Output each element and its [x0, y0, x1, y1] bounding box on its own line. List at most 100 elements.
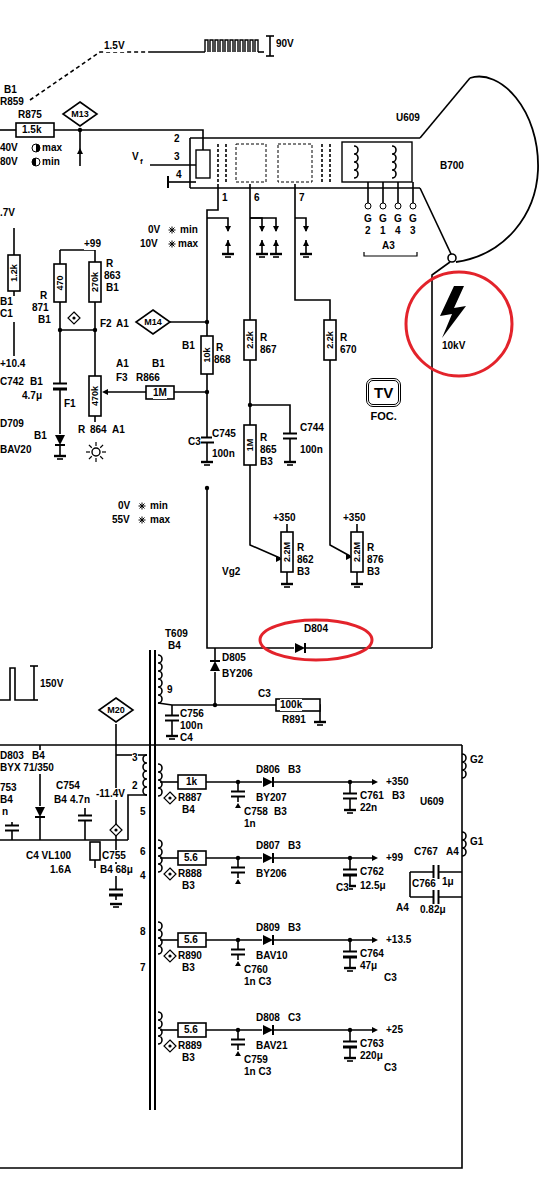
- component-label: R859: [0, 96, 24, 108]
- component-label: R: [78, 424, 85, 436]
- ground-mark: [235, 1051, 241, 1056]
- component-label: 862: [297, 554, 314, 566]
- component-label: C1: [0, 308, 13, 320]
- wire: [343, 869, 357, 871]
- wire: [272, 935, 274, 945]
- wire: [256, 253, 268, 255]
- wire: [190, 137, 420, 139]
- component-label: 9: [167, 684, 173, 696]
- wire: [231, 954, 245, 956]
- wire: [225, 256, 231, 258]
- diode-symbol: [263, 777, 273, 787]
- test-symbol: [72, 316, 75, 319]
- wire: [106, 391, 146, 393]
- component-label: C762: [360, 866, 384, 878]
- wire: [250, 40, 253, 52]
- resistor-symbol: [178, 933, 206, 947]
- component-label: B1: [182, 340, 195, 352]
- component-label: C760: [244, 964, 268, 976]
- wire: [128, 795, 147, 840]
- arrow-head: [225, 240, 231, 246]
- test-symbol: [164, 950, 176, 962]
- component-label: R: [216, 342, 223, 354]
- component-label: D808: [256, 1012, 280, 1024]
- wire: [272, 853, 274, 863]
- wire: [95, 442, 96, 446]
- range-symbol: [32, 158, 36, 166]
- junction-dot: [205, 486, 209, 490]
- node-text: D804: [304, 623, 328, 635]
- component-label: B1: [0, 296, 13, 308]
- component-label: min: [42, 156, 60, 168]
- pin-terminal: [395, 203, 401, 209]
- component-label: B3: [274, 806, 287, 818]
- test-point-diamond: M20: [98, 697, 134, 723]
- wire: [231, 872, 245, 874]
- resistor-value: 2.2M: [352, 542, 362, 562]
- wire: [200, 442, 214, 444]
- component-label: B3: [182, 880, 195, 892]
- coil-winding: [158, 764, 162, 796]
- wire: [207, 218, 228, 231]
- junction-dot: [213, 703, 217, 707]
- component-label: F2: [100, 318, 112, 330]
- resistor-symbol: [351, 532, 363, 572]
- component-label: n: [2, 806, 8, 818]
- crt-screen: [456, 77, 538, 262]
- wire: [295, 184, 350, 556]
- component-label: BAV21: [256, 1040, 288, 1052]
- wire: [231, 1039, 245, 1041]
- arrow-head: [372, 937, 378, 943]
- cap-gap: [77, 816, 93, 820]
- junction-dot: [58, 328, 62, 332]
- resistor-symbol: [324, 320, 336, 360]
- wire: [272, 777, 274, 787]
- component-label: 80V: [0, 156, 18, 168]
- component-label: 55V: [112, 514, 130, 526]
- wire: [102, 451, 106, 452]
- component-label: 1n: [244, 818, 256, 830]
- pin-terminal: [410, 203, 416, 209]
- wire: [170, 228, 175, 233]
- component-label: C4 VL100: [26, 850, 71, 862]
- component-label: 670: [340, 344, 357, 356]
- cap-gap: [342, 794, 358, 798]
- component-label: 1μ: [442, 876, 454, 888]
- component-label: 0V: [118, 500, 130, 512]
- component-label: 1.5k: [22, 124, 41, 136]
- component-label: -11.4V: [96, 788, 125, 800]
- cap-plate: [109, 894, 123, 897]
- component-label: 6: [254, 192, 260, 204]
- grid-electrode: [278, 144, 312, 182]
- component-label: 47μ: [360, 960, 377, 972]
- component-label: A1: [112, 424, 125, 436]
- wire: [94, 250, 96, 262]
- wire: [281, 583, 293, 585]
- component-label: 3: [410, 225, 416, 237]
- component-label: B3: [367, 566, 380, 578]
- component-label: BY207: [256, 792, 287, 804]
- component-label: 4: [395, 225, 401, 237]
- node-text: M13: [71, 109, 89, 120]
- coil-winding: [158, 655, 162, 703]
- wire: [30, 699, 38, 701]
- cap-gap: [342, 870, 358, 874]
- wire: [231, 949, 245, 951]
- wire: [150, 164, 196, 166]
- wire: [100, 445, 103, 448]
- coil-winding: [158, 922, 162, 954]
- wire: [30, 52, 150, 100]
- component-label: 753: [0, 782, 17, 794]
- wire: [109, 889, 123, 891]
- component-label: C754: [56, 780, 80, 792]
- wire: [397, 182, 399, 203]
- wire: [231, 1044, 245, 1046]
- wire: [438, 890, 440, 904]
- wire: [382, 182, 384, 203]
- component-label: 2: [365, 225, 371, 237]
- component-label: 8: [140, 926, 146, 938]
- component-label: 1.5V: [104, 40, 125, 52]
- wire: [321, 144, 323, 184]
- pulse-waveform: [0, 668, 30, 700]
- component-label: F1: [64, 398, 76, 410]
